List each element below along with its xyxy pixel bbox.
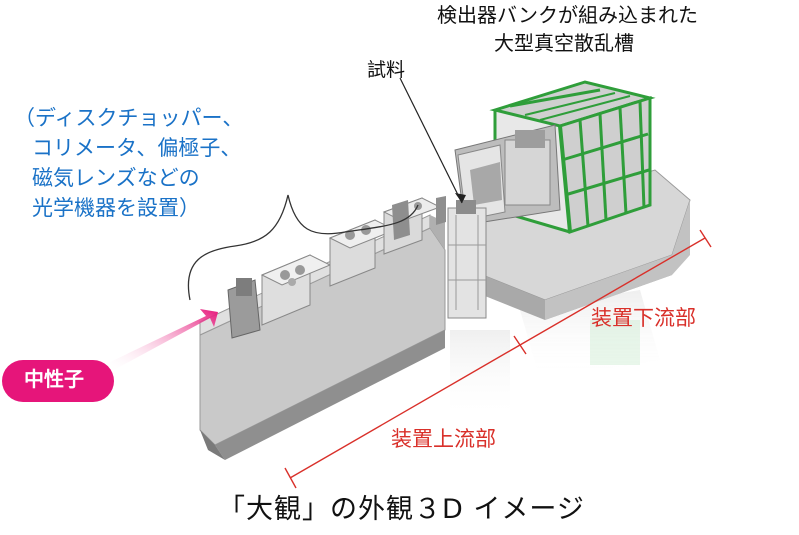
detector-tank-label-line1: 検出器バンクが組み込まれた [437,3,698,27]
figure-caption: 「大観」の外観３D イメージ [218,494,585,525]
sample-pointer [399,77,463,204]
sample-stand [447,200,487,319]
upstream-label: 装置上流部 [391,427,496,451]
optics-label-line4: 光学機器を設置） [32,196,200,220]
optics-modules [227,196,446,339]
downstream-label: 装置下流部 [591,306,696,330]
vacuum-scattering-tank [489,80,656,235]
optics-label-line3: 磁気レンズなどの [32,166,200,190]
downstream-line [519,237,706,346]
upstream-line [289,344,521,479]
neutron-label: 中性子 [24,367,84,391]
neutron-arrow [106,309,218,372]
optics-bracket [187,194,419,301]
optics-label-line2: コリメータ、偏極子、 [32,136,242,160]
optics-label-line1: （ディスクチョッパー、 [14,106,244,130]
upstream-shielding [199,214,446,460]
detector-tank-label-line2: 大型真空散乱槽 [494,31,634,55]
neutron-badge [2,360,114,402]
sample-label: 試料 [367,59,406,81]
